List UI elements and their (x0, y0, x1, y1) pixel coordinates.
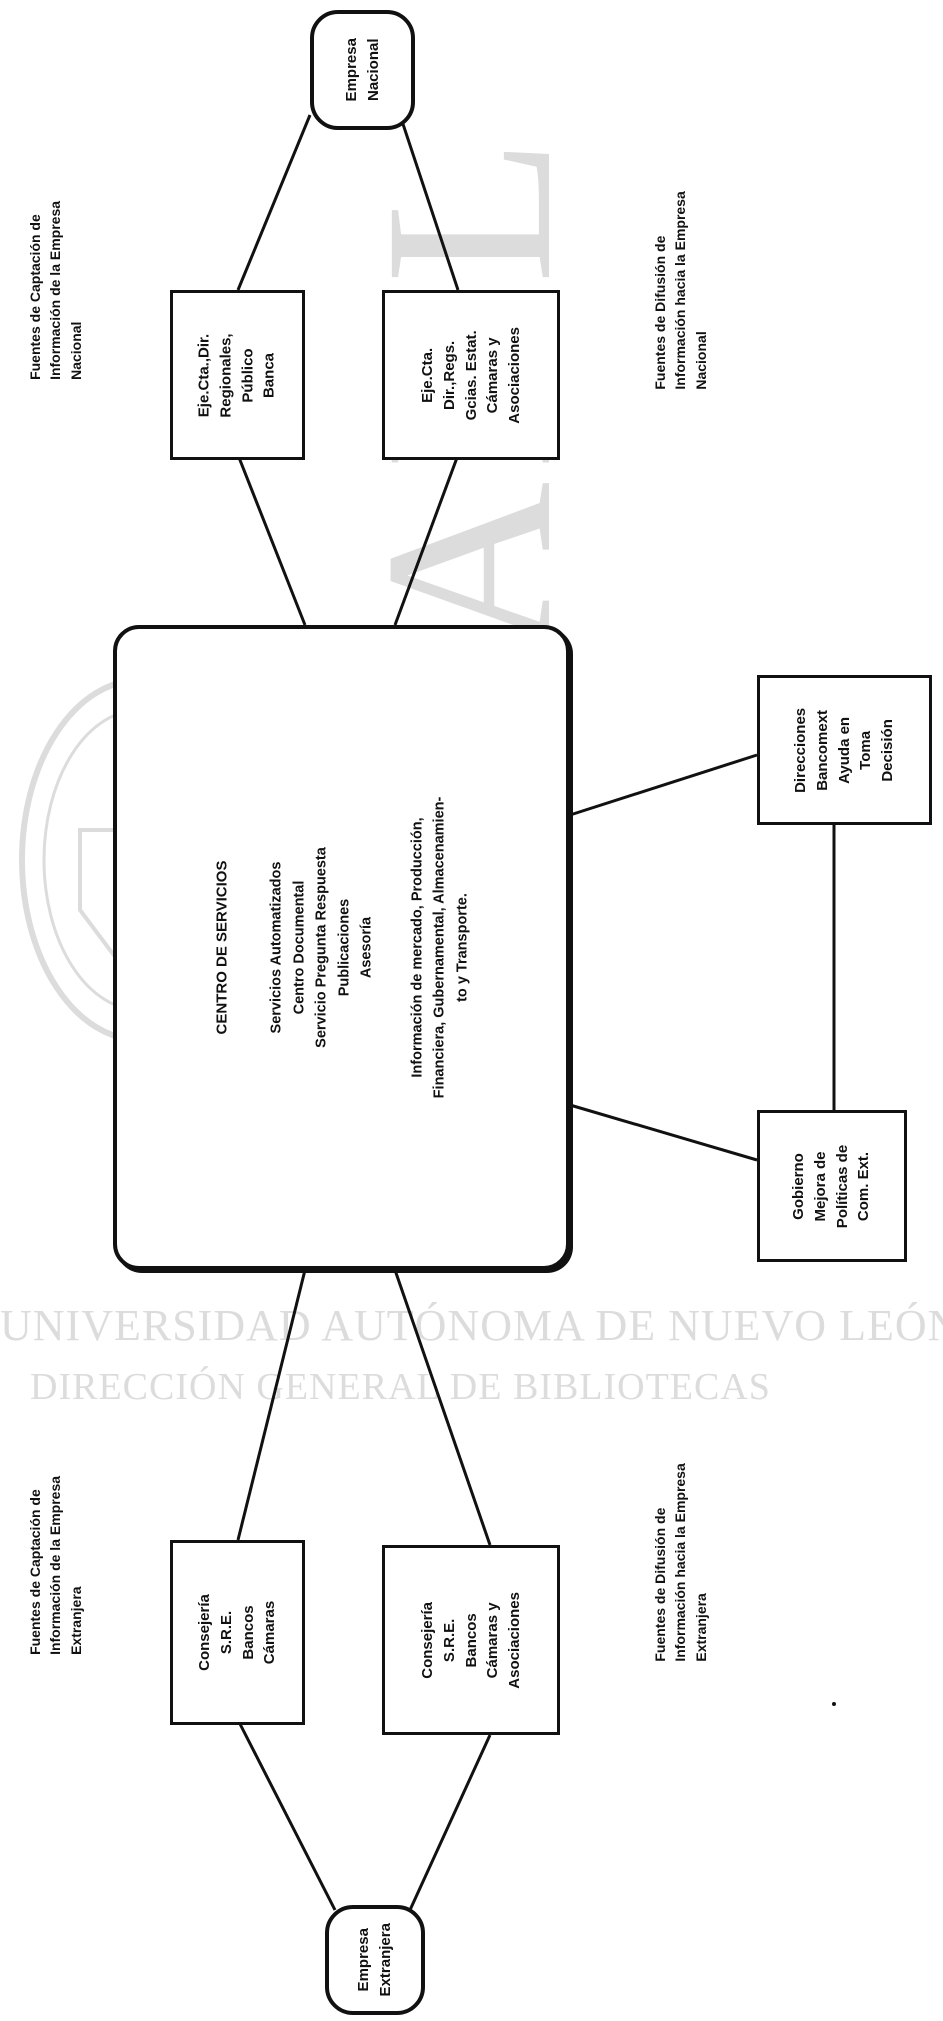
government-policy-box: Gobierno Mejora de Políticas de Com. Ext… (757, 1110, 907, 1262)
foreign-diffusion-sources-box: Consejería S.R.E. Bancos Cámaras y Asoci… (382, 1545, 560, 1735)
national-company-node: Empresa Nacional (310, 10, 415, 130)
foreign-diffusion-note: Fuentes de Difusión de Información hacia… (651, 1463, 709, 1662)
connector-center-to-directions (569, 753, 758, 817)
foreign-capture-note: Fuentes de Captación de Información de l… (26, 1475, 84, 1655)
connector-diffusion-to-center (393, 454, 460, 626)
national-capture-note: Fuentes de Captación de Información de l… (26, 200, 84, 380)
scan-dot (832, 1702, 836, 1706)
connector-foreign-capture-to-company (236, 1719, 337, 1911)
national-diffusion-sources-box: Eje.Cta. Dir.,Regs. Gcias. Estat. Cámara… (382, 290, 560, 460)
national-capture-sources-box: Eje.Cta.,Dir. Regionales, Público Banca (170, 290, 305, 460)
connector-national-to-capture (236, 114, 312, 291)
national-diffusion-note: Fuentes de Difusión de Información hacia… (651, 190, 709, 390)
directions-bancomext-box: Direcciones Bancomext Ayuda en Toma Deci… (757, 675, 932, 825)
connector-center-to-foreign-capture (236, 1269, 307, 1541)
foreign-company-node: Empresa Extranjera (325, 1905, 425, 2015)
connector-center-to-foreign-diffusion (393, 1269, 492, 1546)
connector-national-to-diffusion (398, 114, 460, 291)
connector-foreign-diffusion-to-company (408, 1734, 492, 1911)
connector-center-to-policy (569, 1103, 758, 1162)
connector-capture-to-center (236, 454, 307, 626)
foreign-capture-sources-box: Consejería S.R.E. Bancos Cámaras (170, 1540, 305, 1725)
service-center-title: CENTRO DE SERVICIOS (212, 860, 230, 1035)
service-center-box: CENTRO DE SERVICIOS Servicios Automatiza… (113, 625, 570, 1270)
